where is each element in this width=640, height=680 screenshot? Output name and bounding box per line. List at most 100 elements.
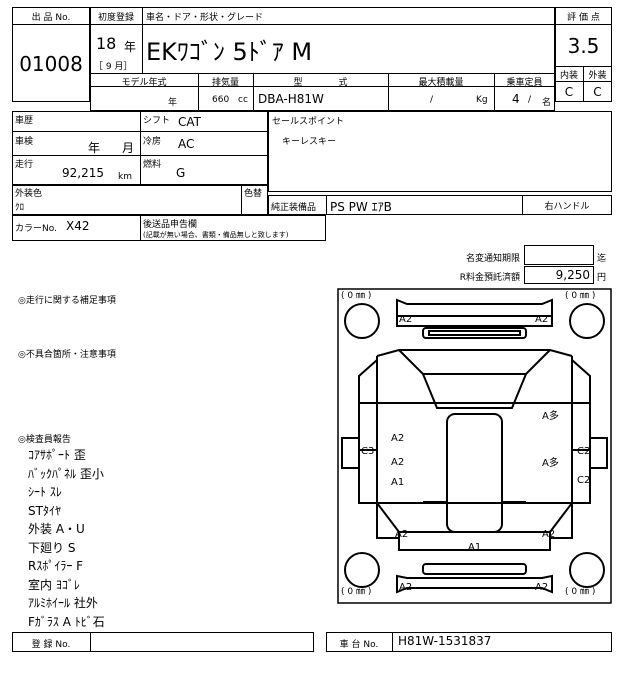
mileage-value: 92,215 (62, 166, 104, 180)
mark-right-side-top: C2 (577, 446, 590, 457)
shift-label: シフト (143, 116, 171, 126)
exterior-label: 外装 (588, 71, 607, 81)
mileage-label: 走行 (15, 160, 34, 170)
sales-point-label: セールスポイント (272, 117, 345, 127)
name-change-label: 名変通知期限 (465, 254, 520, 264)
reg-no-label: 登 録 No. (31, 640, 71, 650)
color-no-box (12, 215, 326, 241)
first-reg-month: ［ 9 月］ (94, 62, 133, 72)
inspection-year-unit: 年 (88, 141, 101, 155)
load-unit: Kg (476, 95, 488, 105)
displacement-unit: cc (238, 95, 248, 105)
mileage-unit: km (118, 172, 132, 182)
tire-front-right (569, 303, 605, 339)
capacity-unit: 名 (542, 98, 552, 108)
first-reg-year: 18 (96, 34, 117, 53)
car-name-label: 車名・ドア・形状・グレード (146, 13, 264, 23)
tire-tl-label: ( 0 ㎜ ) (341, 291, 371, 301)
mark-right-door: A多 (542, 456, 559, 469)
mark-left-side: C3 (361, 446, 374, 457)
score: 3.5 (567, 34, 600, 58)
recycle-label: R料金預託済額 (459, 273, 520, 283)
roof (446, 413, 503, 533)
interior-grade: C (564, 85, 574, 99)
equipment-label: 純正装備品 (271, 203, 317, 213)
post-docs-note: (記載が無い場合、書類・備品無しと致します) (143, 231, 289, 239)
recycle-field (524, 266, 594, 284)
reg-no-box (12, 632, 314, 652)
lot-box (12, 7, 90, 102)
mark-rear-right: A2 (542, 529, 555, 540)
max-load-label: 最大積載量 (418, 78, 464, 88)
exterior-color-value: ｸﾛ (15, 203, 25, 213)
list-item: ﾊﾞｯｸﾊﾟﾈﾙ 歪小 (28, 466, 104, 481)
exterior-color-label: 外装色 (15, 189, 43, 199)
color-no-value: X42 (66, 219, 90, 233)
sales-point-value: キーレスキー (282, 137, 337, 147)
inspection-month-unit: 月 (122, 141, 135, 155)
mark-left-mid: A2 (391, 457, 404, 468)
post-docs-label: 後送品申告欄 (143, 220, 198, 230)
fuel-value: G (176, 166, 186, 180)
recycle-amount: 9,250 (555, 268, 590, 282)
displacement-label: 排気量 (211, 78, 239, 88)
capacity-label: 乗車定員 (506, 78, 543, 88)
mark-rear-left: A2 (395, 529, 408, 540)
equipment-value: PS PW ｴｱB (330, 200, 392, 214)
inspector-items: ｺｱｻﾎﾟｰﾄ 歪 ﾊﾞｯｸﾊﾟﾈﾙ 歪小 ｼｰﾄ ｽﾚ STﾀｲﾔ 外装 A・… (28, 446, 105, 631)
front-bumper (396, 298, 553, 317)
mark-right-front: A多 (542, 409, 559, 422)
mark-rear-bumper-right: A2 (535, 582, 548, 593)
color-no-label: カラーNo. (15, 224, 57, 234)
inspection-label: 車検 (15, 137, 34, 147)
lot-label: 出 品 No. (31, 13, 71, 23)
type-label: 型 式 (293, 78, 348, 88)
list-item: Fｶﾞﾗｽ A ﾄﾋﾞ石 (28, 614, 105, 629)
defects-label: ◎不具合箇所・注意事項 (18, 350, 116, 360)
list-item: 外装 A・U (28, 522, 85, 536)
model-code: DBA-H81W (258, 92, 324, 106)
capacity-slash: / (528, 95, 532, 105)
list-item: ｺｱｻﾎﾟｰﾄ 歪 (28, 448, 86, 462)
year-unit: 年 (124, 40, 137, 54)
ac-label: 冷房 (143, 137, 162, 147)
list-item: 室内 ﾖｺﾞﾚ (28, 577, 80, 592)
exterior-grade: C (593, 85, 602, 99)
list-item: Rｽﾎﾟｲﾗｰ F (28, 559, 84, 573)
name-change-unit: 迄 (597, 254, 607, 264)
capacity-value: 4 (512, 92, 520, 106)
tire-tr-label: ( 0 ㎜ ) (565, 291, 595, 301)
list-item: STﾀｲﾔ (28, 503, 61, 518)
history-label: 車歴 (15, 116, 34, 126)
ac-value: AC (178, 137, 195, 151)
mark-front-bumper-left: A2 (399, 314, 412, 325)
recycle-unit: 円 (597, 273, 607, 283)
model-year-unit: 年 (168, 98, 178, 108)
tire-rear-right (569, 552, 605, 588)
car-name: EKﾜｺﾞﾝ 5ﾄﾞｱ M (146, 38, 313, 66)
color-box (12, 185, 268, 215)
lot-number: 01008 (19, 52, 83, 76)
shift-value: CAT (178, 115, 201, 129)
mark-left-door: A1 (391, 477, 404, 488)
mark-rear-bumper-left: A2 (399, 582, 412, 593)
steering-value: 右ハンドル (544, 202, 590, 212)
front-grille (422, 327, 527, 339)
sales-point-box (268, 111, 612, 192)
color-change-label: 色替 (244, 189, 263, 199)
grade-label: 評 価 点 (567, 13, 600, 23)
mark-front-bumper-right: A2 (535, 314, 548, 325)
first-reg-label: 初度登録 (97, 13, 134, 23)
rear-garnish (422, 563, 527, 575)
list-item: ｼｰﾄ ｽﾚ (28, 485, 62, 499)
tire-front-left (344, 303, 380, 339)
name-change-field (524, 245, 594, 265)
chassis-no-value: H81W-1531837 (398, 634, 492, 648)
tire-rear-left (344, 552, 380, 588)
mark-right-side-bottom: C2 (577, 475, 590, 486)
mark-left-front: A2 (391, 433, 404, 444)
chassis-no-label: 車 台 No. (339, 640, 379, 650)
tire-bl-label: ( 0 ㎜ ) (341, 587, 371, 597)
interior-label: 内装 (559, 71, 578, 81)
chassis-no-box (326, 632, 612, 652)
